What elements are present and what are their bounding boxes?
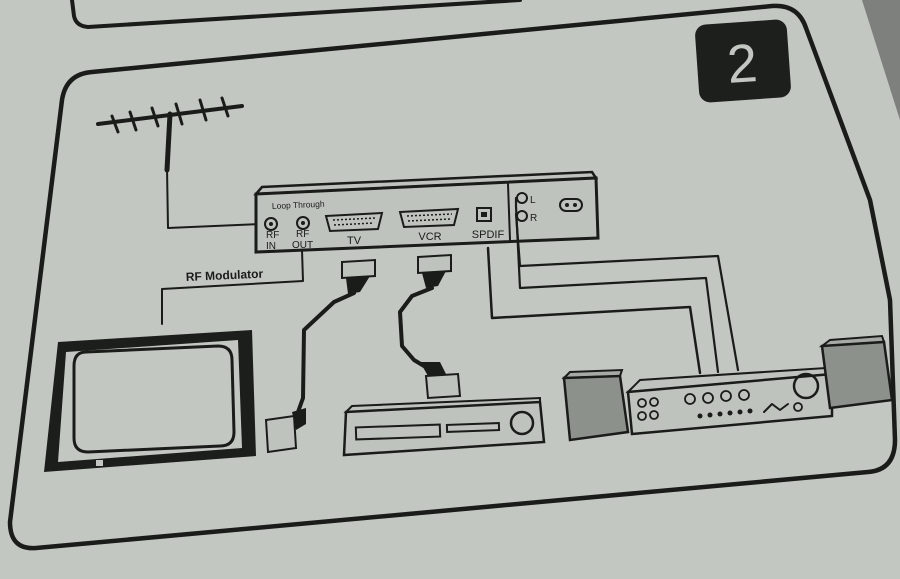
rf-in-jack-icon [264,217,278,231]
power-socket-icon [559,198,583,212]
spdif-cable [486,246,702,375]
step-badge: 2 [695,19,791,103]
rf-in-label-top: RF [266,230,279,241]
receiver-box: Loop Through RF IN RF OUT TV VCR [253,170,600,254]
tv-scart-socket-icon [324,211,384,233]
tv-scart-cable [264,258,376,454]
spdif-port-label: SPDIF [472,229,505,241]
vcr-port-label: VCR [418,231,441,243]
antenna-cable [166,167,263,229]
paper-shadow [862,0,900,120]
step-badge-box [695,19,791,103]
rf-out-jack-icon [296,216,310,230]
audio-right-cable [514,212,740,372]
tv-port-label: TV [347,235,362,247]
tv-screen [72,344,236,454]
amplifier-icon [625,366,835,436]
right-speaker-icon [818,334,894,410]
rf-modulator-label: RF Modulator [186,267,264,284]
step-panel-border [7,3,898,551]
rf-out-label-top: RF [296,229,309,240]
antenna-icon [96,96,244,173]
vcr-scart-socket-icon [398,207,460,229]
spdif-port-icon [476,207,492,222]
audio-left-cable [514,196,720,374]
left-speaker-icon [561,368,630,442]
previous-panel-border [70,0,522,29]
dvd-player-icon [342,396,546,457]
audio-right-label: R [530,213,537,224]
loop-through-label: Loop Through [272,199,325,211]
rf-in-label-bottom: IN [266,241,276,252]
rf-modulator-cable [161,249,304,325]
step-number: 2 [725,33,759,95]
audio-left-label: L [530,195,536,206]
television-icon [44,330,256,472]
vcr-scart-cable [398,253,462,400]
rf-out-label-bottom: OUT [292,240,313,251]
